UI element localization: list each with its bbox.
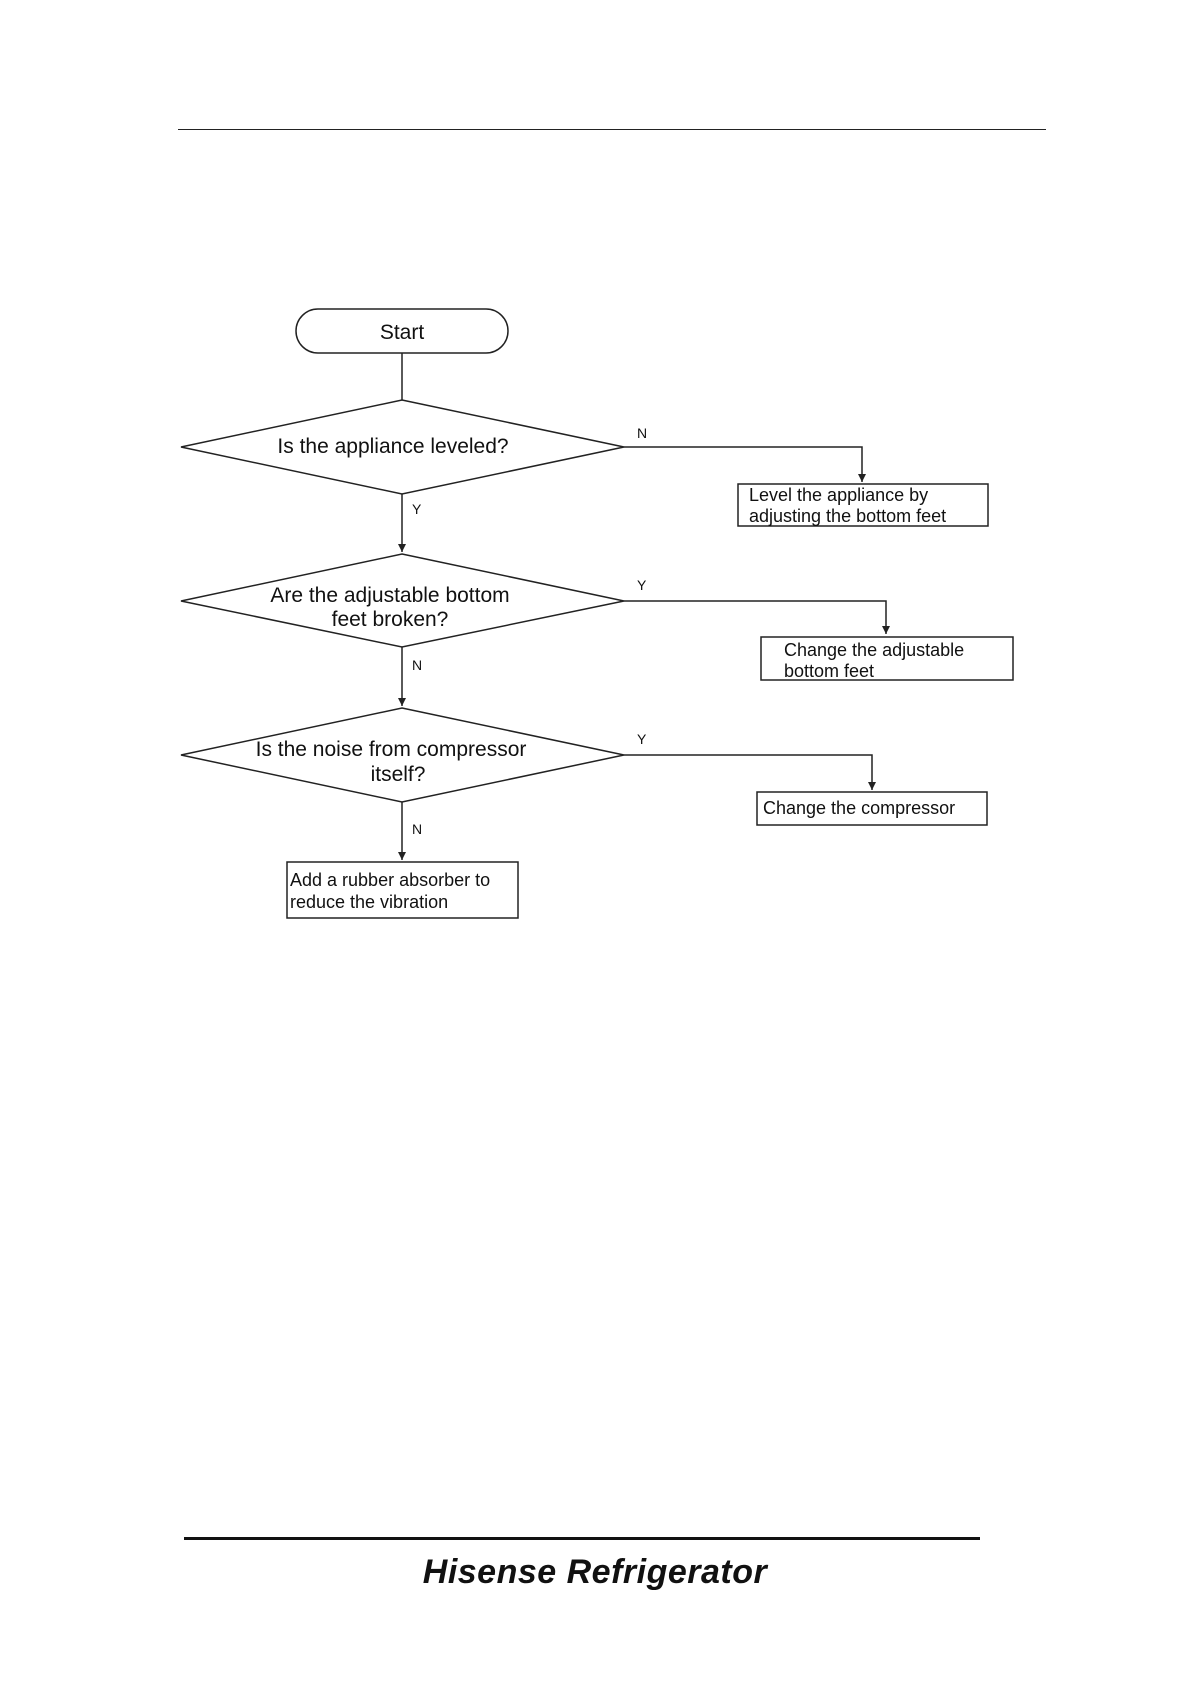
action-rubber-line2: reduce the vibration	[290, 892, 448, 912]
decision-compressor-label-line1: Is the noise from compressor	[256, 738, 527, 761]
action-level-appliance: Level the appliance by adjusting the bot…	[738, 484, 988, 526]
action-change-compressor: Change the compressor	[757, 792, 987, 825]
branch-label-leveled-side: N	[637, 425, 647, 441]
connector-compressor-to-change	[624, 755, 872, 790]
action-level-line1: Level the appliance by	[749, 485, 928, 505]
decision-compressor-label-line2: itself?	[371, 763, 426, 786]
action-change-feet-line2: bottom feet	[784, 661, 874, 681]
branch-label-leveled-down: Y	[412, 501, 422, 517]
brand-logo: Hisense Refrigerator	[0, 1553, 1190, 1592]
branch-label-compressor-down: N	[412, 821, 422, 837]
decision-compressor: Is the noise from compressor itself?	[181, 708, 624, 802]
decision-feet-label-line1: Are the adjustable bottom	[270, 584, 509, 607]
footer-rule	[184, 1537, 980, 1540]
action-change-compressor-label: Change the compressor	[763, 798, 955, 818]
decision-leveled-label: Is the appliance leveled?	[277, 435, 508, 458]
start-node: Start	[296, 309, 508, 353]
branch-label-compressor-side: Y	[637, 731, 647, 747]
connector-leveled-to-level	[624, 447, 862, 482]
action-change-feet-line1: Change the adjustable	[784, 640, 964, 660]
action-rubber-absorber: Add a rubber absorber to reduce the vibr…	[287, 862, 518, 918]
decision-feet: Are the adjustable bottom feet broken?	[181, 554, 624, 647]
start-label: Start	[380, 321, 425, 344]
action-rubber-line1: Add a rubber absorber to	[290, 870, 490, 890]
branch-label-feet-side: Y	[637, 577, 647, 593]
action-level-line2: adjusting the bottom feet	[749, 506, 946, 526]
branch-label-feet-down: N	[412, 657, 422, 673]
decision-leveled: Is the appliance leveled?	[181, 400, 624, 494]
action-change-feet: Change the adjustable bottom feet	[761, 637, 1013, 681]
connector-feet-to-change-feet	[624, 601, 886, 634]
decision-feet-label-line2: feet broken?	[332, 608, 449, 631]
